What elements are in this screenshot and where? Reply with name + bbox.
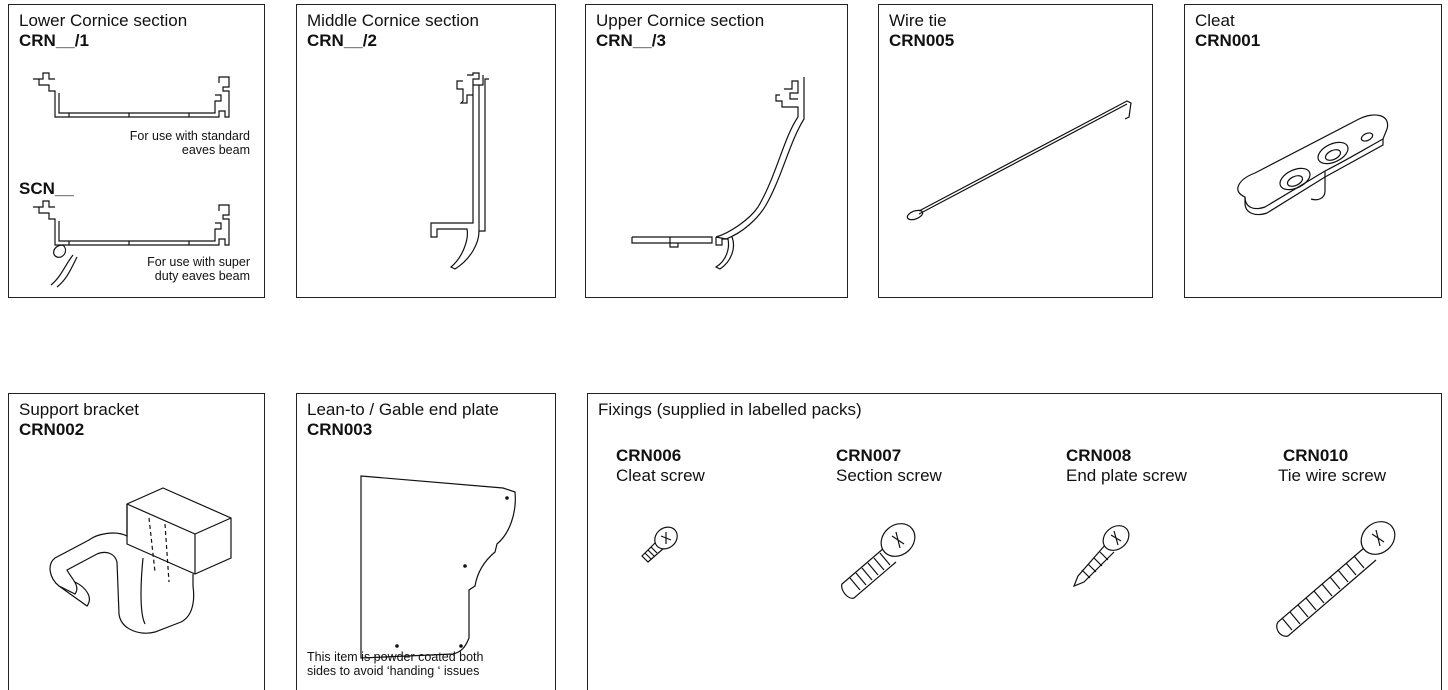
upper-cornice-code: CRN__/3 (596, 31, 666, 50)
panel-upper-cornice: Upper Cornice section CRN__/3 (585, 4, 848, 298)
middle-cornice-title: Middle Cornice section (307, 11, 479, 30)
lower-cornice-alt-code: SCN__ (19, 179, 74, 198)
end-plate-drawing (357, 474, 527, 664)
note-standard-line1: For use with standard (129, 129, 250, 143)
lower-cornice-profile-drawing (29, 71, 239, 123)
lower-cornice-note-standard: For use with standard eaves beam (130, 129, 250, 157)
middle-cornice-profile-drawing (427, 71, 507, 271)
end-plate-code: CRN003 (307, 420, 373, 439)
lower-cornice-title: Lower Cornice section (19, 11, 188, 30)
fixing-code-crn007: CRN007 (836, 446, 902, 465)
support-bracket-title: Support bracket (19, 400, 140, 419)
end-plate-note-line2: sides to avoid ‘handing ‘ issues (307, 664, 480, 678)
panel-support-bracket: Support bracket CRN002 (8, 393, 265, 690)
cleat-drawing (1225, 105, 1415, 225)
note-super-line2: duty eaves beam (154, 269, 250, 283)
panel-fixings: Fixings (supplied in labelled packs) CRN… (587, 393, 1442, 690)
tie-wire-screw-drawing (1268, 518, 1408, 648)
note-standard-line2: eaves beam (181, 143, 250, 157)
support-bracket-drawing (45, 474, 235, 644)
fixing-code-crn006: CRN006 (616, 446, 682, 465)
lower-cornice-code: CRN__/1 (19, 31, 89, 50)
upper-cornice-title: Upper Cornice section (596, 11, 765, 30)
wire-tie-code: CRN005 (889, 31, 955, 50)
end-plate-title: Lean-to / Gable end plate (307, 400, 499, 419)
support-bracket-code: CRN002 (19, 420, 85, 439)
cleat-title: Cleat (1195, 11, 1235, 30)
cleat-screw-drawing (636, 522, 686, 572)
end-plate-screw-drawing (1072, 520, 1142, 590)
panel-cleat: Cleat CRN001 (1184, 4, 1442, 298)
wire-tie-title: Wire tie (889, 11, 947, 30)
fixing-code-crn010: CRN010 (1283, 446, 1349, 465)
panel-end-plate: Lean-to / Gable end plate CRN003 This it… (296, 393, 556, 690)
fixing-name-crn006: Cleat screw (616, 466, 705, 485)
upper-cornice-profile-drawing (626, 77, 826, 277)
lower-cornice-super-duty-drawing (29, 199, 239, 285)
panel-middle-cornice: Middle Cornice section CRN__/2 (296, 4, 556, 298)
fixing-name-crn008: End plate screw (1066, 466, 1187, 485)
end-plate-note-line1: This item is powder coated both (307, 650, 484, 664)
middle-cornice-code: CRN__/2 (307, 31, 377, 50)
wire-tie-drawing (899, 95, 1139, 225)
section-screw-drawing (838, 518, 928, 608)
cleat-code: CRN001 (1195, 31, 1261, 50)
end-plate-note: This item is powder coated both sides to… (307, 650, 483, 678)
panel-wire-tie: Wire tie CRN005 (878, 4, 1153, 298)
lower-cornice-note-super: For use with super duty eaves beam (147, 255, 250, 283)
note-super-line1: For use with super (147, 255, 250, 269)
fixing-code-crn008: CRN008 (1066, 446, 1132, 465)
fixing-name-crn010: Tie wire screw (1278, 466, 1386, 485)
fixings-title: Fixings (supplied in labelled packs) (598, 400, 862, 419)
fixing-name-crn007: Section screw (836, 466, 942, 485)
panel-lower-cornice: Lower Cornice section CRN__/1 For use wi… (8, 4, 265, 298)
